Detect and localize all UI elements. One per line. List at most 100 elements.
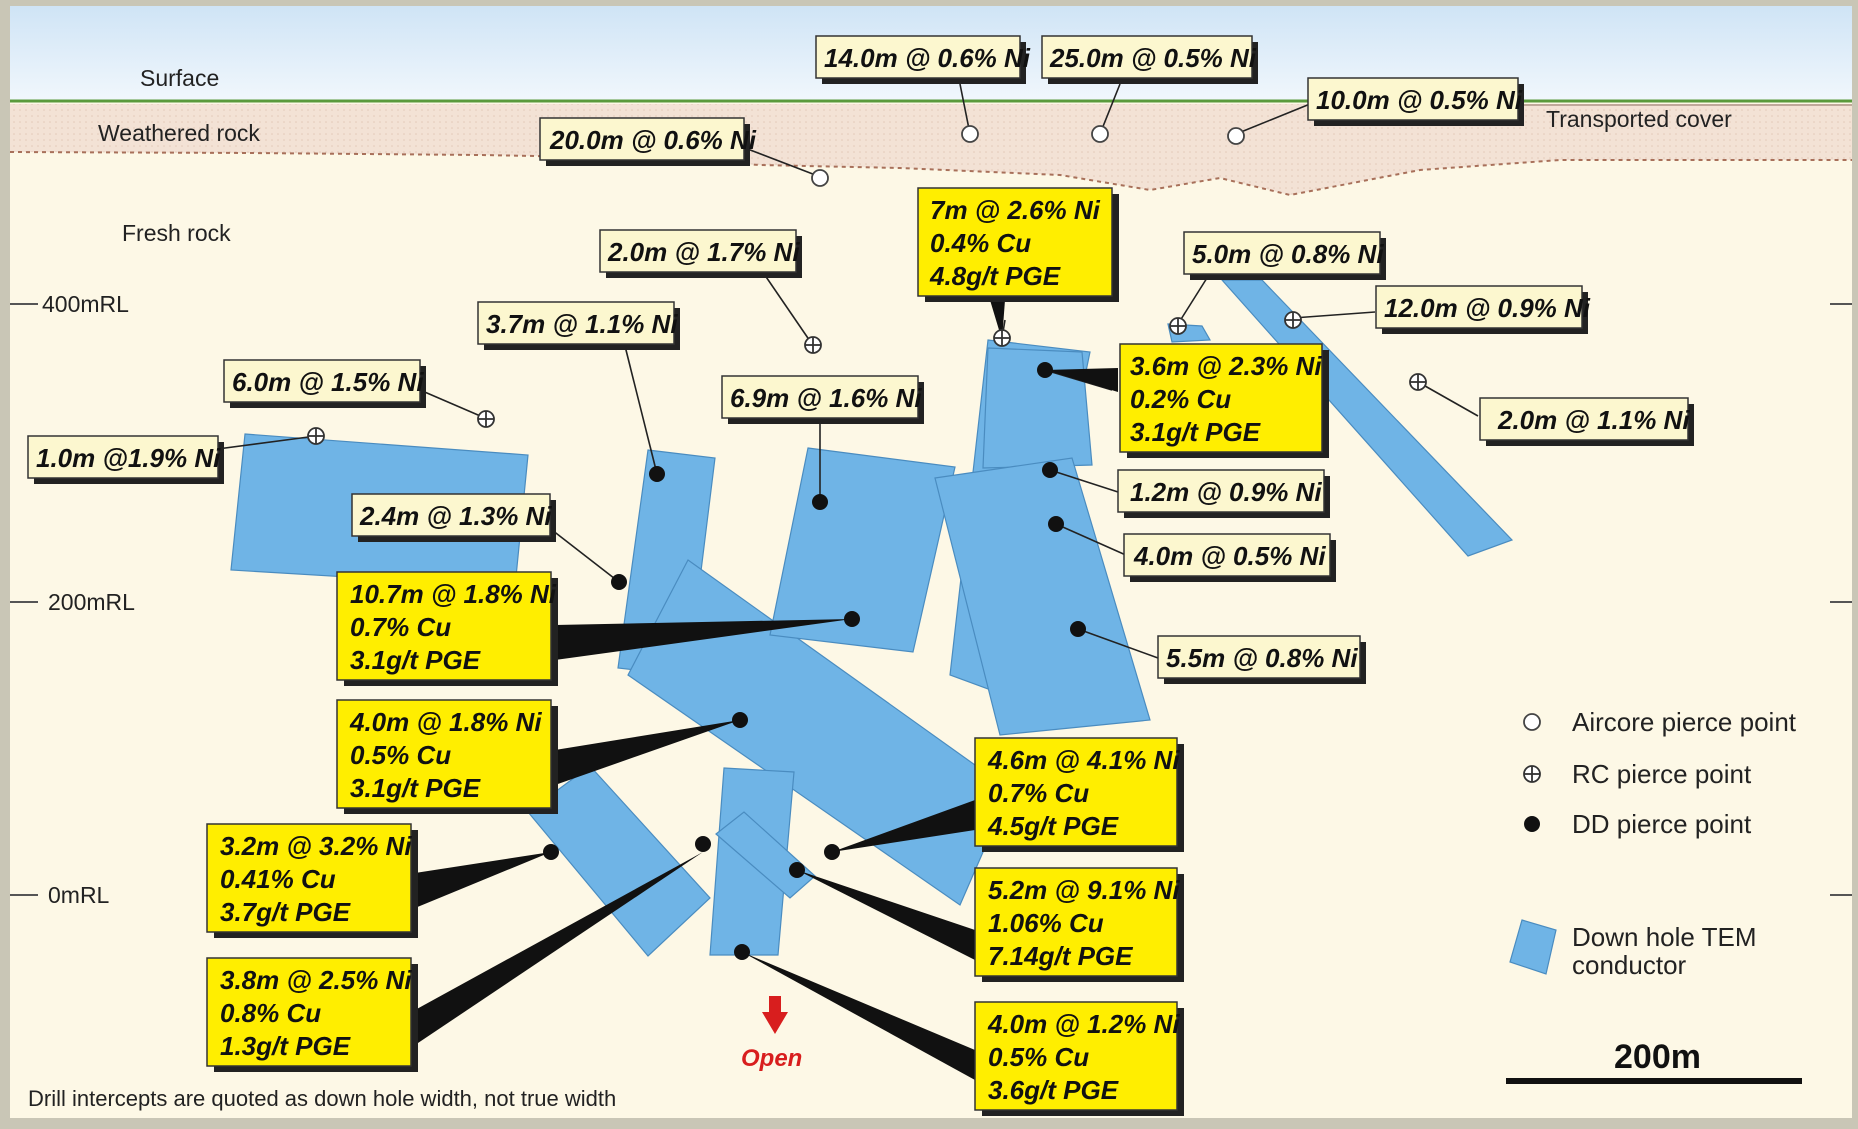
- intercept-label: 4.0m @ 0.5% Ni: [1133, 541, 1326, 571]
- dd-pierce-point: [1037, 362, 1053, 378]
- fresh-rock-label: Fresh rock: [122, 220, 231, 246]
- intercept-line-1: 3.2m @ 3.2% Ni: [220, 831, 412, 861]
- callout-aircore-3: 25.0m @ 0.5% Ni: [1041, 35, 1258, 84]
- callout-rc-6: 2.0m @ 1.1% Ni: [1479, 397, 1694, 446]
- intercept-line-2: 0.7% Cu: [350, 612, 451, 642]
- callout-dd-multi-6: 4.6m @ 4.1% Ni 0.7% Cu 4.5g/t PGE: [974, 737, 1184, 852]
- intercept-line-1: 4.6m @ 4.1% Ni: [987, 745, 1180, 775]
- intercept-line-2: 0.41% Cu: [220, 864, 336, 894]
- callout-dd-multi-3: 4.0m @ 1.8% Ni 0.5% Cu 3.1g/t PGE: [336, 699, 558, 814]
- callout-wedge: [415, 852, 703, 1045]
- callout-wedge: [555, 720, 740, 785]
- callout-wedge: [555, 619, 852, 660]
- rc-pierce-point: [477, 410, 495, 428]
- intercept-line-2: 0.8% Cu: [220, 998, 321, 1028]
- rc-pierce-point: [307, 427, 325, 445]
- dd-pierce-point: [844, 611, 860, 627]
- callout-rc-2: 6.0m @ 1.5% Ni: [223, 359, 426, 408]
- legend-aircore-label: Aircore pierce point: [1572, 707, 1797, 737]
- intercept-label: 12.0m @ 0.9% Ni: [1384, 293, 1591, 323]
- callout-dd-multi-8: 4.0m @ 1.2% Ni 0.5% Cu 3.6g/t PGE: [974, 1001, 1184, 1116]
- leader-line: [624, 345, 658, 475]
- callout-dd-multi-1: 3.6m @ 2.3% Ni 0.2% Cu 3.1g/t PGE: [1045, 343, 1329, 458]
- legend-dd-label: DD pierce point: [1572, 809, 1752, 839]
- rc-pierce-point: [993, 329, 1011, 347]
- intercept-line-3: 3.7g/t PGE: [220, 897, 351, 927]
- callout-rc-multi: 7m @ 2.6% Ni 0.4% Cu 4.8g/t PGE: [917, 187, 1119, 340]
- rc-legend-icon: [1523, 765, 1541, 783]
- intercept-line-3: 1.3g/t PGE: [220, 1031, 351, 1061]
- intercept-label: 1.0m @1.9% Ni: [36, 443, 221, 473]
- aircore-pierce-point: [1091, 125, 1109, 143]
- dd-pierce-point: [1048, 516, 1064, 532]
- dd-pierce-point: [649, 466, 665, 482]
- dd-pierce-point: [695, 836, 711, 852]
- callout-rc-1: 2.0m @ 1.7% Ni: [599, 229, 802, 278]
- dd-pierce-point: [732, 712, 748, 728]
- legend: Aircore pierce point RC pierce point DD …: [1509, 707, 1797, 980]
- callout-dd-multi-7: 5.2m @ 9.1% Ni 1.06% Cu 7.14g/t PGE: [974, 867, 1184, 982]
- intercept-line-1: 4.0m @ 1.8% Ni: [349, 707, 542, 737]
- leader-line: [1055, 523, 1129, 557]
- intercept-line-2: 0.5% Cu: [350, 740, 451, 770]
- rl-label-0: 0mRL: [48, 882, 110, 908]
- callout-dd-multi-5: 3.8m @ 2.5% Ni 0.8% Cu 1.3g/t PGE: [206, 957, 418, 1072]
- dd-pierce-point: [789, 862, 805, 878]
- intercept-line-1: 7m @ 2.6% Ni: [930, 195, 1101, 225]
- dd-pierce-point: [1042, 462, 1058, 478]
- weathered-rock-band: [10, 104, 1852, 195]
- intercept-line-3: 4.5g/t PGE: [987, 811, 1119, 841]
- intercept-line-3: 7.14g/t PGE: [988, 941, 1133, 971]
- aircore-pierce-point: [961, 125, 979, 143]
- leader-line: [419, 389, 486, 419]
- intercept-line-3: 4.8g/t PGE: [929, 261, 1061, 291]
- intercept-line-1: 4.0m @ 1.2% Ni: [987, 1009, 1180, 1039]
- leader-line: [1417, 381, 1479, 417]
- callout-aircore-2: 14.0m @ 0.6% Ni: [815, 35, 1031, 84]
- intercept-label: 5.0m @ 0.8% Ni: [1192, 239, 1384, 269]
- dd-pierce-point: [1070, 621, 1086, 637]
- intercept-label: 3.7m @ 1.1% Ni: [486, 309, 678, 339]
- leader-line: [1235, 103, 1311, 135]
- rl-label-200: 200mRL: [48, 589, 135, 615]
- intercept-line-3: 3.1g/t PGE: [350, 773, 481, 803]
- callout-dd-multi-2: 10.7m @ 1.8% Ni 0.7% Cu 3.1g/t PGE: [336, 571, 558, 686]
- intercept-label: 2.0m @ 1.1% Ni: [1497, 405, 1690, 435]
- intercept-line-2: 0.7% Cu: [988, 778, 1089, 808]
- leader-line: [209, 435, 317, 451]
- tem-conductor-plate: [934, 457, 1151, 736]
- callout-dd-4: 1.2m @ 0.9% Ni: [1117, 469, 1330, 518]
- intercept-label: 6.9m @ 1.6% Ni: [730, 383, 922, 413]
- callout-dd-multi-4: 3.2m @ 3.2% Ni 0.41% Cu 3.7g/t PGE: [206, 823, 418, 938]
- aircore-pierce-point: [1227, 127, 1245, 145]
- callout-aircore-1: 20.0m @ 0.6% Ni: [539, 117, 757, 166]
- footnote: Drill intercepts are quoted as down hole…: [28, 1086, 616, 1111]
- leader-line: [1049, 469, 1119, 493]
- intercept-label: 6.0m @ 1.5% Ni: [232, 367, 424, 397]
- callout-wedge: [832, 800, 975, 852]
- callout-rc-5: 12.0m @ 0.9% Ni: [1375, 285, 1591, 334]
- dd-legend-icon: [1524, 816, 1540, 832]
- dd-pierce-point: [824, 844, 840, 860]
- legend-rc-label: RC pierce point: [1572, 759, 1752, 789]
- open-label: Open: [741, 1045, 802, 1072]
- intercept-line-1: 5.2m @ 9.1% Ni: [988, 875, 1180, 905]
- intercept-line-1: 3.8m @ 2.5% Ni: [220, 965, 412, 995]
- dd-pierce-point: [734, 944, 750, 960]
- callout-aircore-4: 10.0m @ 0.5% Ni: [1307, 77, 1524, 126]
- rc-pierce-point: [1169, 317, 1187, 335]
- intercept-label: 10.0m @ 0.5% Ni: [1316, 85, 1523, 115]
- intercept-label: 5.5m @ 0.8% Ni: [1166, 643, 1358, 673]
- intercept-line-2: 0.4% Cu: [930, 228, 1031, 258]
- leader-line: [744, 147, 819, 177]
- rc-pierce-point: [1409, 373, 1427, 391]
- leader-line: [1292, 311, 1376, 319]
- intercept-label: 1.2m @ 0.9% Ni: [1130, 477, 1322, 507]
- legend-tem-label-line1: Down hole TEM: [1572, 922, 1757, 952]
- dd-pierce-point: [611, 574, 627, 590]
- rc-pierce-point: [1284, 311, 1302, 329]
- intercept-line-2: 1.06% Cu: [988, 908, 1104, 938]
- callout-dd-6: 5.5m @ 0.8% Ni: [1157, 635, 1366, 684]
- scale-bar-label: 200m: [1614, 1038, 1701, 1076]
